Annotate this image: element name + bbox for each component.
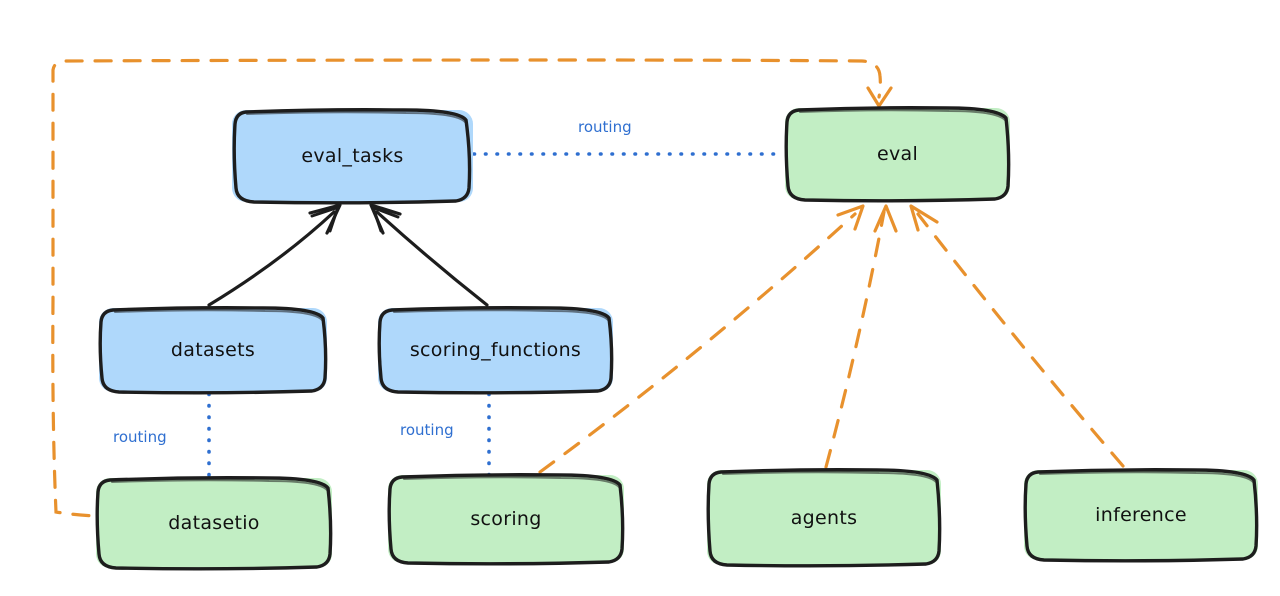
edge-datasets-to-eval_tasks bbox=[207, 203, 342, 307]
node-scoring-functions[interactable]: scoring_functions bbox=[377, 306, 614, 395]
node-label: agents bbox=[790, 506, 858, 529]
node-scoring[interactable]: scoring bbox=[387, 473, 625, 566]
edge-label-routing-datasets-datasetio: routing bbox=[113, 428, 167, 446]
edge-label-routing-eval-tasks-eval: routing bbox=[578, 118, 632, 136]
node-eval[interactable]: eval bbox=[784, 106, 1011, 203]
node-label: scoring bbox=[470, 508, 542, 530]
sketch-border bbox=[1023, 468, 1259, 563]
node-label: eval_tasks bbox=[301, 145, 404, 167]
node-agents[interactable]: agents bbox=[706, 468, 942, 568]
node-label: eval bbox=[876, 143, 919, 165]
node-label: scoring_functions bbox=[409, 339, 582, 361]
node-label: datasets bbox=[170, 339, 256, 361]
node-eval-tasks[interactable]: eval_tasks bbox=[232, 108, 473, 205]
edge-agents-to-eval bbox=[824, 204, 898, 469]
node-inference[interactable]: inference bbox=[1023, 468, 1259, 563]
edge-scoring_functions-to-eval_tasks bbox=[369, 203, 489, 307]
node-label: datasetio bbox=[168, 512, 260, 534]
node-datasetio[interactable]: datasetio bbox=[95, 476, 333, 571]
node-label: inference bbox=[1095, 504, 1187, 526]
edge-inference-to-eval bbox=[909, 204, 1125, 468]
node-datasets[interactable]: datasets bbox=[98, 306, 328, 395]
edge-label-routing-scoring-functions-scoring: routing bbox=[400, 421, 454, 439]
